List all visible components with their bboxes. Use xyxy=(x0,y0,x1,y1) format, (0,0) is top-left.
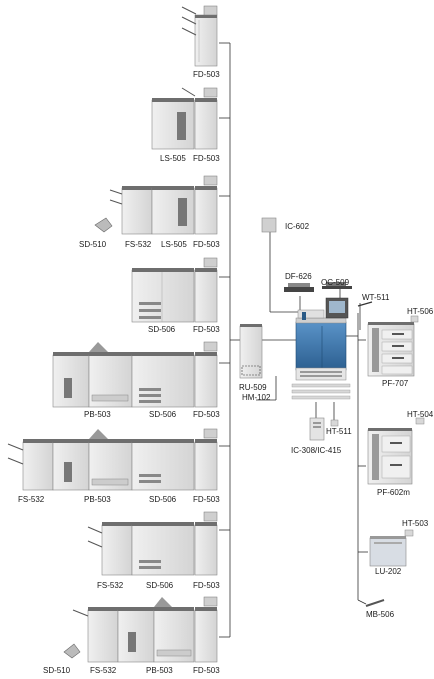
label-pf602m: PF-602m xyxy=(377,488,410,497)
label-ic308: IC-308/IC-415 xyxy=(291,446,342,455)
label-fd503-row2: FD-503 xyxy=(193,154,220,163)
label-sd506-row6: SD-506 xyxy=(149,495,177,504)
label-sd506-row4: SD-506 xyxy=(148,325,176,334)
ht504-unit xyxy=(415,417,425,425)
label-ic602: IC-602 xyxy=(285,222,310,231)
label-ru509: RU-509 xyxy=(239,383,267,392)
connector-lines xyxy=(219,42,368,638)
label-pb503-row6: PB-503 xyxy=(84,495,111,504)
label-mb506: MB-506 xyxy=(366,610,395,619)
label-fs532-row3: FS-532 xyxy=(125,240,152,249)
main-engine xyxy=(295,297,349,381)
row-fs532-sd506 xyxy=(87,511,218,576)
row-fd503 xyxy=(181,5,218,67)
label-pf707: PF-707 xyxy=(382,379,409,388)
ht503-unit xyxy=(404,529,414,537)
label-wt511: WT-511 xyxy=(362,293,390,302)
row-sd506 xyxy=(131,257,218,323)
label-fs532-row6: FS-532 xyxy=(18,495,45,504)
label-sd510-row3: SD-510 xyxy=(79,240,107,249)
ht506-unit xyxy=(410,315,419,323)
ru509-unit xyxy=(239,324,263,379)
label-sd506-row7: SD-506 xyxy=(146,581,174,590)
label-fs532-row7: FS-532 xyxy=(97,581,124,590)
label-ls505-row3: LS-505 xyxy=(161,240,187,249)
label-lu202: LU-202 xyxy=(375,567,402,576)
row-ls505 xyxy=(151,87,218,150)
label-ht503: HT-503 xyxy=(402,519,429,528)
label-fd503-row8: FD-503 xyxy=(193,666,220,675)
lu202-unit xyxy=(369,536,407,567)
label-fd503-row7: FD-503 xyxy=(193,581,220,590)
label-ht511: HT-511 xyxy=(326,427,352,436)
row-fs532-pb503-sd506 xyxy=(7,428,218,491)
ht511-unit xyxy=(330,419,339,427)
label-fd503-row4: FD-503 xyxy=(193,325,220,334)
label-fd503-row1: FD-503 xyxy=(193,70,220,79)
wt511-unit xyxy=(357,301,373,307)
row-pb503-sd506 xyxy=(52,341,218,408)
pf707-unit xyxy=(367,322,415,377)
label-fs532-row8: FS-532 xyxy=(90,666,117,675)
mb506-unit xyxy=(357,599,385,607)
label-pb503-row8: PB-503 xyxy=(146,666,173,675)
pf602m-unit xyxy=(367,428,413,485)
label-fd503-row5: FD-503 xyxy=(193,410,220,419)
df626-unit xyxy=(284,283,314,292)
label-ls505-row2: LS-505 xyxy=(160,154,186,163)
ic602-unit xyxy=(261,217,277,233)
label-ht506: HT-506 xyxy=(407,307,434,316)
label-sd506-row5: SD-506 xyxy=(149,410,177,419)
label-fd503-row6: FD-503 xyxy=(193,495,220,504)
engine-rails xyxy=(291,383,351,400)
label-ht504: HT-504 xyxy=(407,410,434,419)
row-sd510-fs532-pb503 xyxy=(63,596,218,663)
oc509-unit xyxy=(322,282,352,289)
label-df626: DF-626 xyxy=(285,272,312,281)
ic308-unit xyxy=(309,417,325,441)
label-oc509: OC-509 xyxy=(321,278,350,287)
row-fs532-ls505 xyxy=(94,175,218,235)
label-sd510-row8: SD-510 xyxy=(43,666,71,675)
label-fd503-row3: FD-503 xyxy=(193,240,220,249)
label-pb503-row5: PB-503 xyxy=(84,410,111,419)
label-hm102: HM-102 xyxy=(242,393,271,402)
